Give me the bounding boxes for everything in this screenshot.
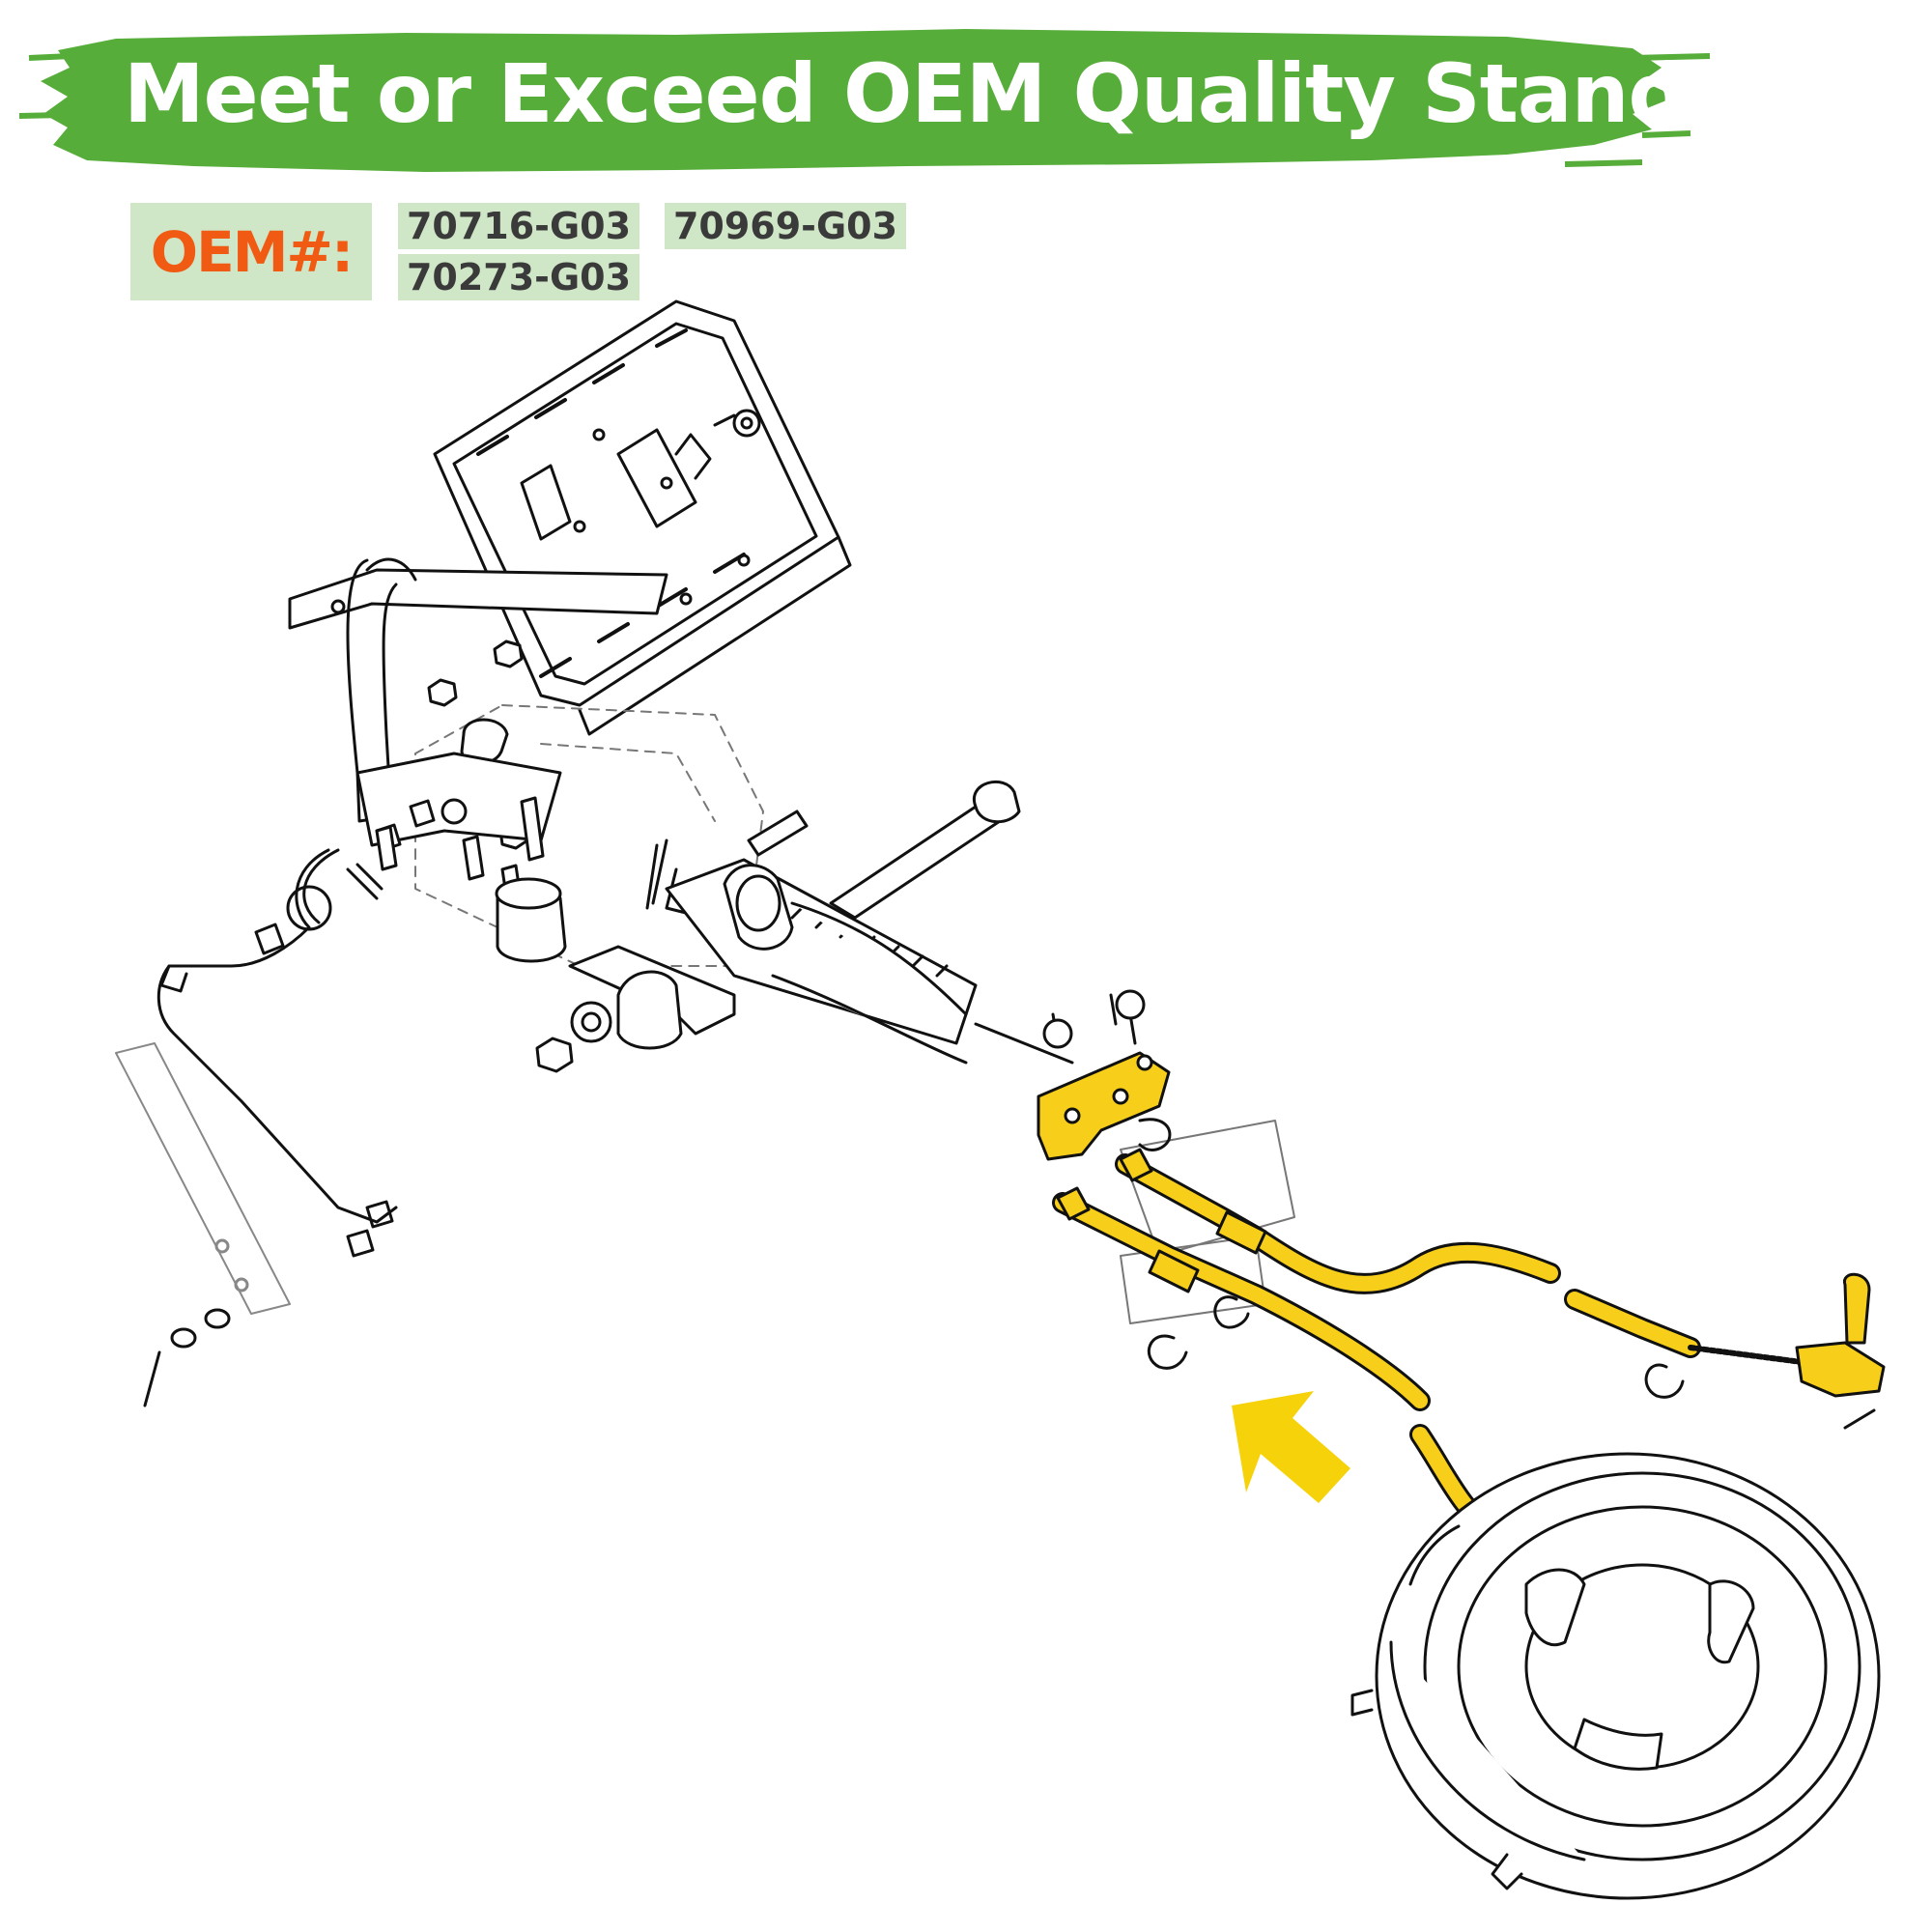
brake-pedal [433,299,852,736]
hex-nut [427,678,458,707]
oem-code-3: 70969-G03 [672,205,898,247]
return-spring-assembly [568,780,1074,1065]
hex-nut [535,1037,574,1073]
brake-drum [1350,1452,1881,1900]
headline-banner [18,29,1711,172]
clevis-rear [1795,1341,1886,1398]
bolts-and-nuts [355,639,612,1073]
hex-nut [493,639,524,668]
oem-code-box-1 [398,203,639,249]
oem-code-box-2 [398,254,639,300]
oem-label: OEM#: [150,218,354,285]
headline-text: Meet or Exceed OEM Quality Standards. [124,46,1914,141]
e-clips [1147,1295,1685,1399]
oem-code-box-3 [665,203,906,249]
oem-label-box [130,203,372,300]
linkage-rod [115,838,707,1407]
oem-code-1: 70716-G03 [406,205,632,247]
oem-code-2: 70273-G03 [406,256,632,298]
brush-stroke [41,29,1676,172]
callout-arrow [1232,1391,1350,1503]
